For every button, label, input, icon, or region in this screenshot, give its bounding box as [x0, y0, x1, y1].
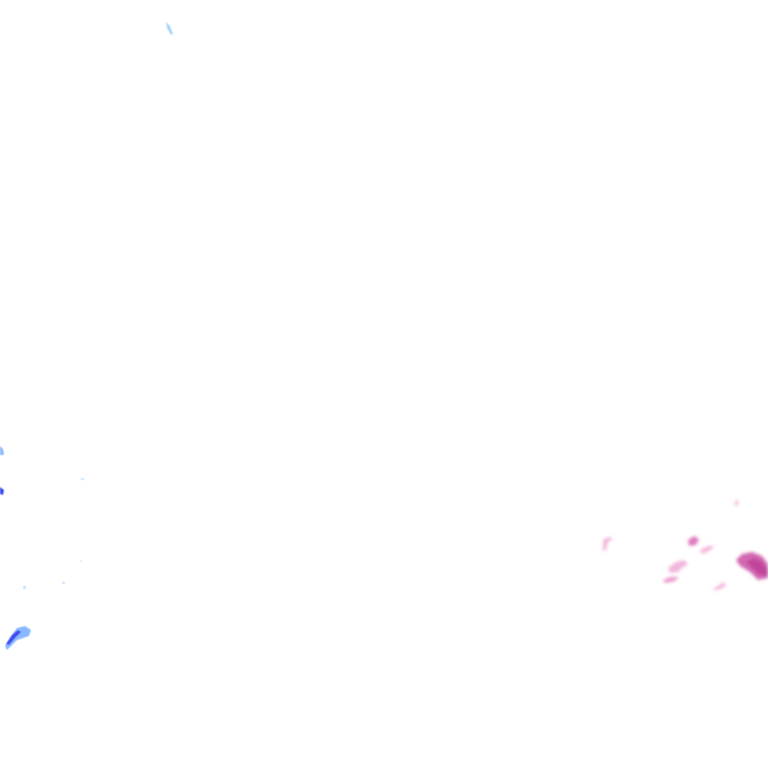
snow-echoes: [0, 22, 173, 650]
mixed-echo: [700, 546, 715, 554]
snow-echo: [6, 630, 21, 645]
mixed-echo: [663, 577, 679, 583]
mixed-echo: [603, 537, 613, 551]
snow-echo: [23, 586, 26, 589]
mixed-echo: [668, 560, 688, 573]
snow-echo: [62, 582, 65, 584]
snow-echo: [0, 446, 4, 455]
snow-echo: [81, 478, 84, 480]
mixed-echo: [712, 582, 726, 590]
snow-echo: [5, 626, 31, 650]
mixed-echo: [746, 558, 768, 576]
snow-echo: [80, 560, 82, 562]
mixed-echo: [734, 500, 739, 506]
snow-echo: [166, 22, 173, 35]
snow-echo: [0, 487, 4, 495]
mixed-echo: [688, 536, 699, 546]
mixed-precip-echoes: [603, 500, 768, 590]
